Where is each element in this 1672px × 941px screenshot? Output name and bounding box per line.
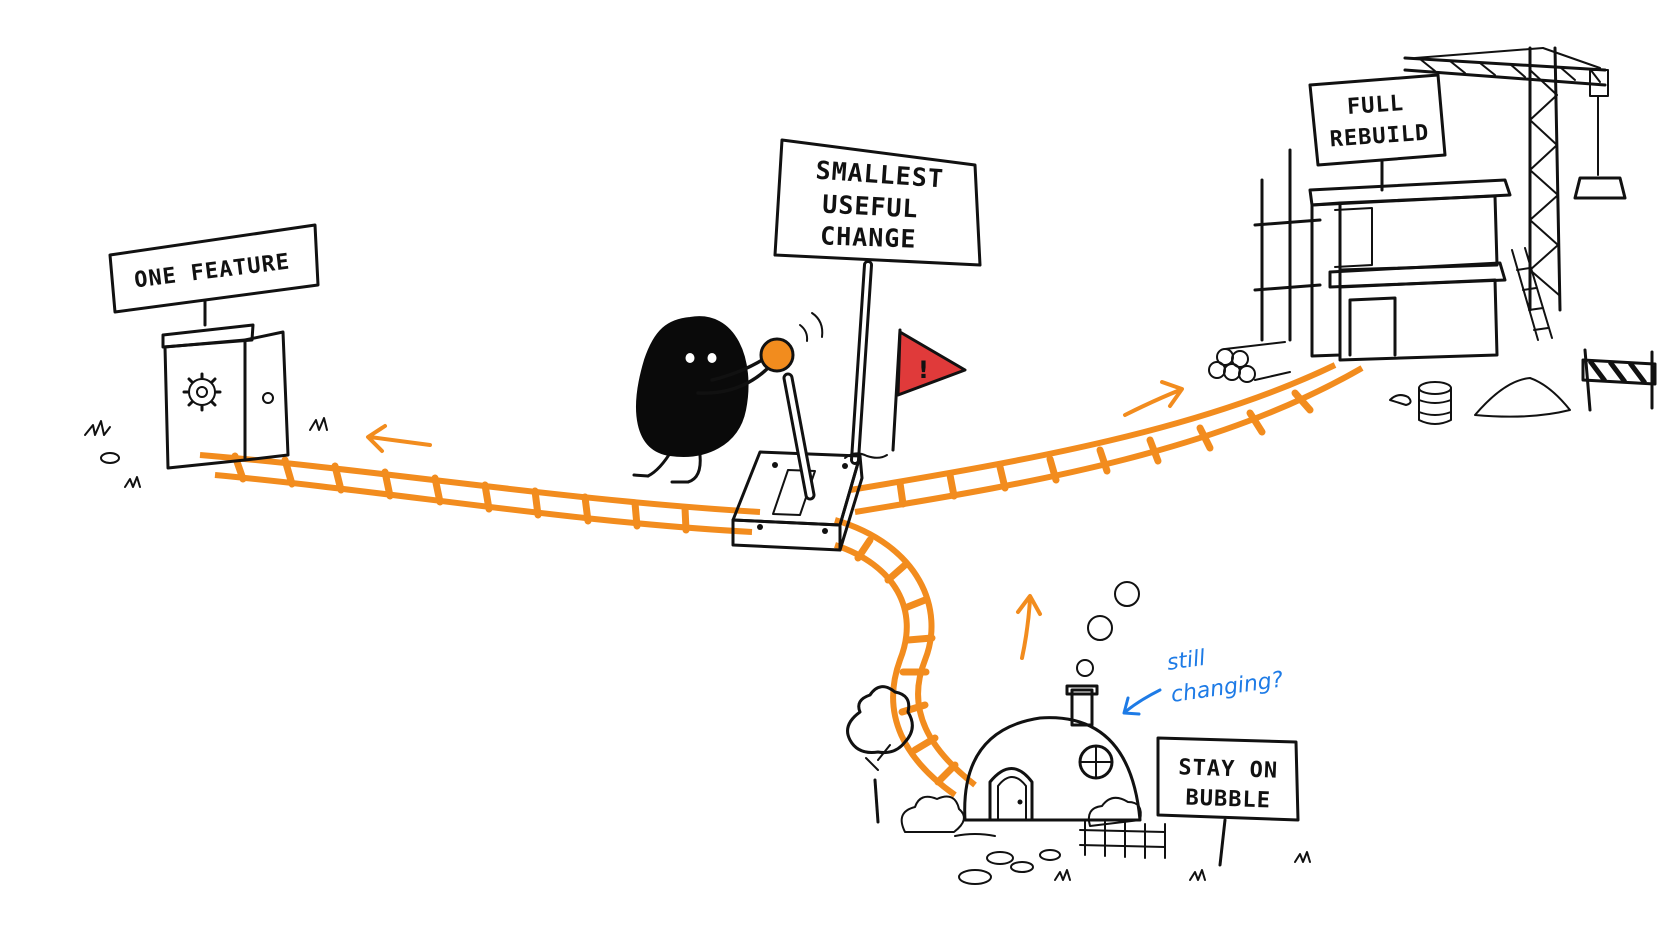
- smallest-line-3: CHANGE: [820, 221, 917, 253]
- note-line-2: changing?: [1169, 667, 1285, 708]
- arrow-right: [1123, 380, 1184, 417]
- stay-line-1: STAY ON: [1178, 755, 1279, 783]
- track-curve: [834, 517, 977, 798]
- tree: [846, 685, 914, 824]
- feature-door: [84, 323, 328, 488]
- still-changing-note: still changing?: [1122, 646, 1285, 716]
- crane: [1403, 46, 1627, 312]
- bubble-house: [846, 581, 1311, 885]
- track-switch: [731, 372, 864, 552]
- smallest-useful-change-sign: SMALLEST USEFUL CHANGE: [773, 138, 982, 465]
- fence: [1079, 819, 1166, 859]
- log-pile: [1208, 341, 1291, 383]
- one-feature-sign: ONE FEATURE: [108, 223, 320, 327]
- character: [632, 312, 824, 484]
- gear-icon: [182, 372, 222, 412]
- road-barrier: [1581, 348, 1657, 412]
- lever-knob-icon: [759, 337, 795, 373]
- barrel: [1418, 381, 1452, 425]
- full-line-1: FULL: [1346, 91, 1405, 120]
- note-line-1: still: [1165, 646, 1207, 676]
- track-left: [199, 452, 761, 535]
- building: [1253, 148, 1553, 362]
- construction-site: FULL REBUILD: [1208, 46, 1657, 425]
- arrow-up: [1016, 594, 1042, 660]
- stay-line-2: BUBBLE: [1185, 786, 1271, 814]
- track-right: [849, 362, 1364, 515]
- round-window: [1078, 744, 1114, 780]
- arrow-left: [366, 424, 432, 453]
- flag-mark: !: [918, 356, 929, 384]
- stay-on-bubble-sign: STAY ON BUBBLE: [1156, 736, 1300, 867]
- warning-flag: !: [891, 328, 967, 452]
- smallest-line-2: USEFUL: [822, 190, 920, 224]
